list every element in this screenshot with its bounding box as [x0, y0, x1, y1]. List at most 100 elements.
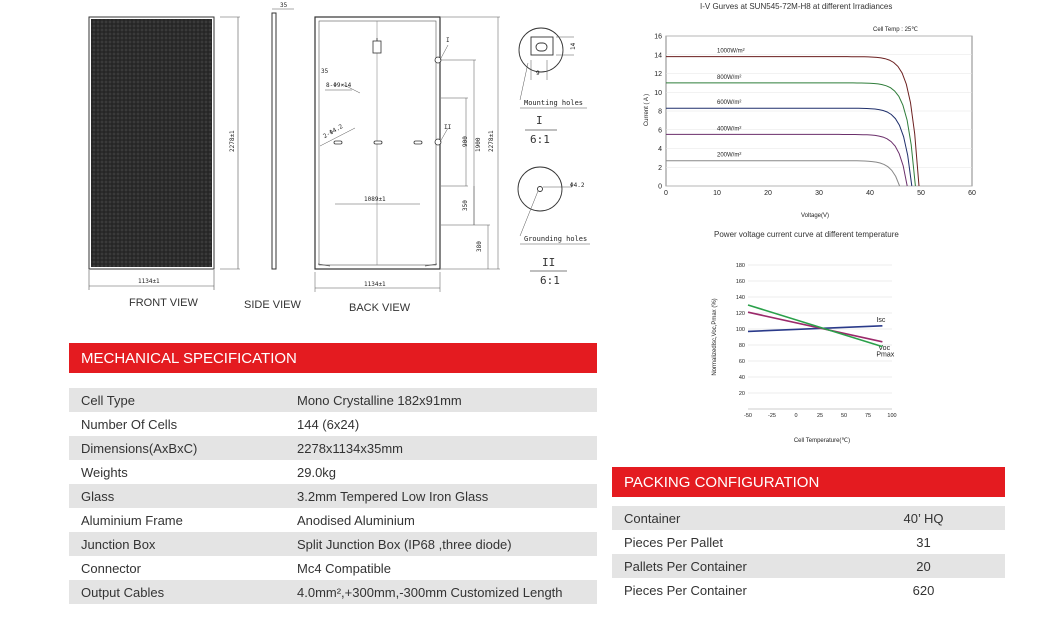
temp-y-tick: 20 [739, 391, 745, 397]
mechanical-spec-row-value: 29.0kg [285, 460, 597, 484]
back-mark-I: I [446, 37, 450, 44]
back-mark-II: II [444, 124, 452, 131]
temp-y-tick: 100 [736, 327, 745, 333]
mechanical-spec-row-value: 144 (6x24) [285, 412, 597, 436]
mechanical-spec-row-value: 3.2mm Tempered Low Iron Glass [285, 484, 597, 508]
front-width-dim: 1134±1 [138, 278, 160, 285]
iv-y-tick: 0 [658, 184, 662, 191]
packing-config-header: PACKING CONFIGURATION [612, 467, 1005, 497]
iv-x-tick: 20 [764, 190, 772, 197]
packing-config-row-label: Container [612, 506, 842, 530]
packing-config-row-label: Pallets Per Container [612, 554, 842, 578]
iv-series-label: 800W/m² [717, 75, 741, 81]
temp-y-tick: 40 [739, 375, 745, 381]
side-view-label: SIDE VIEW [244, 299, 301, 311]
back-900-dim: 900 [462, 136, 469, 147]
temp-chart-title: Power voltage current curve at different… [714, 230, 899, 239]
front-view-label: FRONT VIEW [129, 297, 198, 309]
temp-y-tick: 120 [736, 311, 745, 317]
iv-y-tick: 8 [658, 109, 662, 116]
iv-series-line [666, 133, 908, 187]
mechanical-spec-row-value: Anodised Aluminium [285, 508, 597, 532]
temp-x-tick: 75 [865, 413, 871, 419]
temp-series-label: Isc [876, 317, 885, 324]
temp-y-tick: 60 [739, 359, 745, 365]
detail1-dim-9: 9 [536, 70, 540, 77]
mechanical-spec-row: Dimensions(AxBxC)2278x1134x35mm [69, 436, 597, 460]
iv-y-tick: 2 [658, 165, 662, 172]
packing-config-row-value: 31 [842, 530, 1005, 554]
temp-series-label: Voc [878, 345, 890, 352]
back-holes-dim: 8-Φ9×14 [326, 82, 352, 89]
back-350-dim: 350 [462, 200, 469, 211]
back-view-drawing [314, 16, 500, 292]
detail2-mark: II [542, 256, 556, 269]
mechanical-spec-row-label: Cell Type [69, 388, 285, 412]
iv-x-tick: 40 [866, 190, 874, 197]
temp-y-tick: 180 [736, 263, 745, 269]
mechanical-spec-row-value: 4.0mm²,+300mm,-300mm Customized Length [285, 580, 597, 604]
iv-y-tick: 10 [654, 90, 662, 97]
front-view-drawing [88, 16, 240, 290]
mechanical-spec-row-label: Output Cables [69, 580, 285, 604]
iv-y-tick: 12 [654, 71, 662, 78]
packing-config-row-label: Pieces Per Pallet [612, 530, 842, 554]
back-width-dim: 1134±1 [364, 281, 386, 288]
technical-drawings [88, 8, 590, 292]
detail2-scale: 6:1 [540, 274, 560, 287]
detail1-dim-14: 14 [570, 42, 577, 50]
iv-series-line [666, 107, 913, 187]
iv-x-tick: 30 [815, 190, 823, 197]
iv-y-tick: 14 [654, 52, 662, 59]
temp-x-tick: 0 [794, 413, 797, 419]
temp-x-tick: 50 [841, 413, 847, 419]
temp-plot-frame [748, 265, 892, 409]
back-1900-dim: 1900 [475, 137, 482, 152]
detail-grounding-holes [517, 166, 590, 272]
iv-chart-title: I-V Gurves at SUN545-72M-H8 at different… [700, 2, 893, 11]
temp-y-tick: 140 [736, 295, 745, 301]
detail2-label: Grounding holes [524, 235, 588, 243]
temp-series-label: Pmax [876, 352, 894, 359]
iv-y-tick: 6 [658, 127, 662, 134]
back-380-dim: 380 [476, 241, 483, 252]
temp-series-line [747, 304, 883, 348]
mechanical-spec-row-label: Weights [69, 460, 285, 484]
temp-y-tick: 80 [739, 343, 745, 349]
detail1-mark: I [536, 114, 543, 127]
front-height-dim: 2278±1 [229, 130, 236, 152]
mechanical-spec-row-value: Mono Crystalline 182x91mm [285, 388, 597, 412]
mechanical-spec-row-value: Split Junction Box (IP68 ,three diode) [285, 532, 597, 556]
temp-x-tick: 100 [887, 413, 896, 419]
temp-y-axis-label: Normalizedlsc,Voc,Pmax (%) [712, 298, 718, 375]
iv-x-tick: 0 [664, 190, 668, 197]
detail1-scale: 6:1 [530, 133, 550, 146]
side-thickness-dim: 35 [280, 2, 288, 9]
mechanical-spec-row-label: Dimensions(AxBxC) [69, 436, 285, 460]
iv-y-axis-label: Current ( A ) [644, 94, 650, 126]
iv-series-label: 400W/m² [717, 126, 741, 132]
detail1-label: Mounting holes [524, 99, 584, 107]
temp-x-tick: -25 [768, 413, 776, 419]
temp-series-line [747, 311, 883, 343]
iv-cell-temp-note: Cell Temp : 25℃ [873, 27, 918, 33]
mechanical-spec-header: MECHANICAL SPECIFICATION [69, 343, 597, 373]
iv-series-line [666, 160, 901, 187]
iv-x-tick: 60 [968, 190, 976, 197]
temp-x-tick: -50 [744, 413, 752, 419]
temp-y-tick: 160 [736, 279, 745, 285]
detail2-dim: Φ4.2 [570, 182, 585, 189]
packing-config-row-value: 40’ HQ [842, 506, 1005, 530]
